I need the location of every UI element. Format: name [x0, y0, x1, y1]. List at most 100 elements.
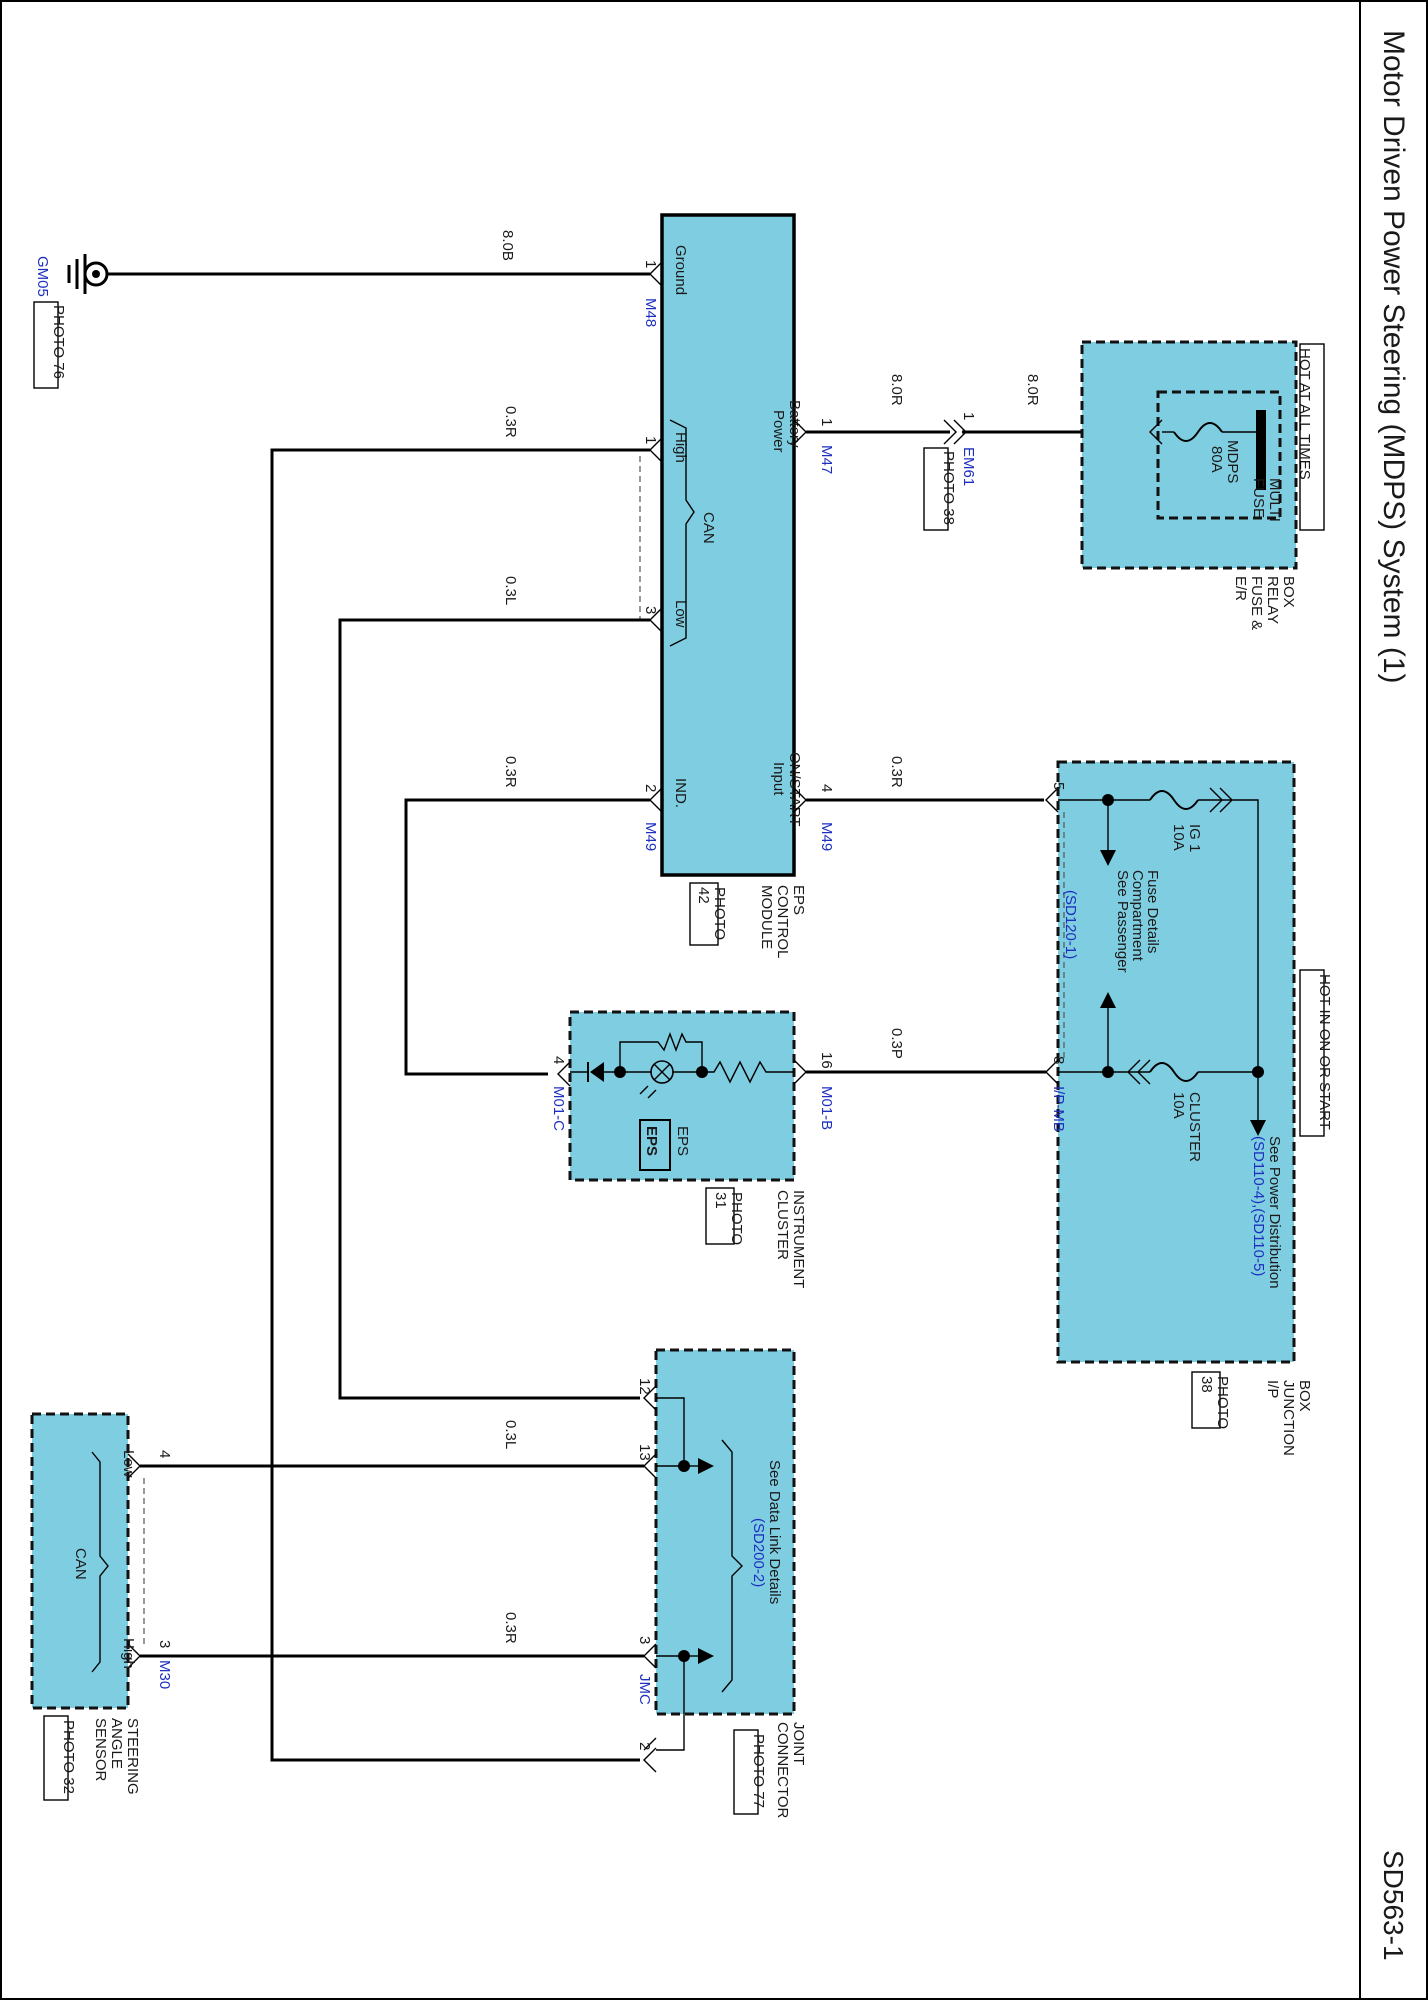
page-code: SD563-1: [1378, 1850, 1409, 1961]
wire-cluster-size: 0.3P: [888, 1028, 905, 1059]
cluster-photo: PHOTO 31: [712, 1192, 745, 1249]
cluster-parallel-top: [619, 1032, 703, 1072]
wire-can-high-size: 0.3R: [502, 406, 519, 438]
ip-pin5: 5: [1050, 782, 1067, 790]
cluster-conn16: M01-B: [818, 1086, 835, 1130]
jc-internal-2-3: [656, 1655, 685, 1751]
eps-pin-ind-num: 2: [642, 784, 659, 792]
page-title: Motor Driven Power Steering (MDPS) Syste…: [1377, 30, 1410, 684]
ip-junction-box: [1056, 760, 1296, 1364]
jc-ref[interactable]: (SD200-2): [750, 1518, 767, 1587]
eps-lamp-rays: [639, 1085, 657, 1099]
cluster-pin4-terminal-mark: [557, 1061, 571, 1087]
sas-pin4: 4: [156, 1450, 173, 1458]
power-distribution-ref[interactable]: (SD110-4),(SD110-5): [1250, 1136, 1267, 1276]
jc-pin-13: 13: [636, 1444, 653, 1461]
er-box-name: E/R FUSE & RELAY BOX: [1232, 576, 1297, 634]
sas-pin3: 3: [156, 1640, 173, 1648]
er-busbar: [1256, 410, 1266, 490]
sas-low-label: Low: [120, 1450, 137, 1478]
multi-fuse-label: MULTI FUSE: [1250, 478, 1283, 526]
ig1-fuse-symbol: [1149, 790, 1199, 810]
eps-can-high-terminal-mark: [649, 437, 663, 463]
eps-can-brace: [669, 419, 695, 647]
eps-pin-can-high-num: 1: [642, 436, 659, 444]
eps-lamp-badge: EPS: [643, 1126, 660, 1156]
eps-control-module-box: [660, 213, 796, 877]
steering-angle-sensor-box: [30, 1412, 130, 1710]
ground-id: GM05: [34, 256, 51, 297]
ig1-fuse-label: IG 1 10A: [1170, 824, 1203, 857]
ground-photo: PHOTO 76: [50, 305, 67, 379]
cluster-conn4: M01-C: [550, 1086, 567, 1131]
sas-pin3-terminal-mark: [127, 1643, 141, 1669]
wire-ind-size: 0.3R: [502, 756, 519, 788]
eps-lamp-badge-box: [639, 1119, 671, 1171]
eps-pin-ground-conn: M48: [642, 298, 659, 327]
ip-hot-label-box: [1299, 969, 1325, 1137]
jc-pin-2: 2: [636, 1742, 653, 1750]
er-internal-terminal-mark: [1149, 419, 1163, 445]
jc-pin-12: 12: [636, 1378, 653, 1395]
wire-can-high: [270, 448, 650, 1762]
wire-on-start-size: 0.3R: [888, 756, 905, 788]
eps-pin-ground-label: Ground: [672, 245, 689, 295]
eps-pin-on-start-conn: M49: [818, 822, 835, 851]
ip-box-photo-tag: [1191, 1371, 1221, 1429]
steering-angle-sensor-name: STEERING ANGLE SENSOR: [92, 1718, 141, 1799]
sas-can-brace: [91, 1451, 109, 1673]
wire-ind: [404, 798, 650, 1076]
cluster-pin4: 4: [550, 1056, 567, 1064]
ip-box-name: I/P JUNCTION BOX: [1264, 1380, 1313, 1460]
em61-photo-tag: [923, 447, 949, 531]
wire-can-low: [338, 618, 650, 1400]
eps-pin-ind-label: IND.: [672, 778, 689, 808]
cluster-diode: [590, 1062, 604, 1082]
ip-cluster-arrow: [1100, 992, 1116, 1008]
sas-photo-tag: [43, 1715, 69, 1801]
eps-pin-can-low-label: Low: [672, 600, 689, 628]
cluster-photo-tag: [705, 1187, 735, 1245]
eps-pin-battery-num: 1: [818, 418, 835, 426]
eps-module-name: EPS CONTROL MODULE: [758, 885, 807, 962]
ip-pin8: 8: [1050, 1056, 1067, 1064]
cluster-pin16: 16: [818, 1052, 835, 1069]
jc-arrow-13: [698, 1458, 714, 1474]
em61-connector-mark-a: [943, 419, 957, 445]
em61-connector-mark-b: [953, 419, 967, 445]
ip-hot-label: HOT IN ON OR START: [1316, 974, 1333, 1130]
cluster-resistor-main: [702, 1060, 794, 1084]
er-hot-label-box: [1299, 343, 1325, 531]
power-distribution-note: See Power Distribution: [1266, 1136, 1283, 1289]
passenger-fuse-ref[interactable]: (SD120-1): [1062, 890, 1079, 959]
wire-jc3-size: 0.3R: [502, 1612, 519, 1644]
eps-module-photo-tag: [689, 882, 719, 946]
eps-lamp-name: EPS: [674, 1126, 691, 1156]
em61-conn: EM61: [960, 447, 977, 486]
mdps-fuse-name: MDPS 80A: [1208, 440, 1241, 488]
jc-pin3-terminal-mark: [643, 1643, 657, 1669]
ground-photo-tag: [33, 301, 59, 389]
cluster-pin16-terminal-mark: [793, 1059, 807, 1085]
jc-photo: PHOTO 77: [750, 1734, 767, 1808]
em61-pin: 1: [960, 412, 977, 420]
eps-pin-ind-conn: M49: [642, 822, 659, 851]
jc-conn: JMC: [636, 1674, 653, 1705]
eps-pin-can-low-num: 3: [642, 606, 659, 614]
jc-pin-3: 3: [636, 1636, 653, 1644]
sas-photo: PHOTO 32: [60, 1720, 77, 1794]
jc-internal-12-13: [656, 1397, 685, 1467]
instrument-cluster-box: [568, 1010, 796, 1182]
eps-on-start-terminal-mark: [793, 787, 807, 813]
sas-can-label: CAN: [72, 1548, 89, 1580]
jc-photo-tag: [733, 1729, 759, 1815]
ip-conn: I/P-MB: [1050, 1086, 1067, 1132]
eps-pin-ground-num: 1: [642, 260, 659, 268]
jc-note: See Data Link Details: [766, 1460, 783, 1604]
wire-battery-b-size: 8.0R: [1024, 374, 1041, 406]
eps-battery-terminal-mark: [793, 419, 807, 445]
eps-module-photo: PHOTO 42: [695, 887, 728, 944]
ip-power-arrow: [1250, 1120, 1266, 1136]
